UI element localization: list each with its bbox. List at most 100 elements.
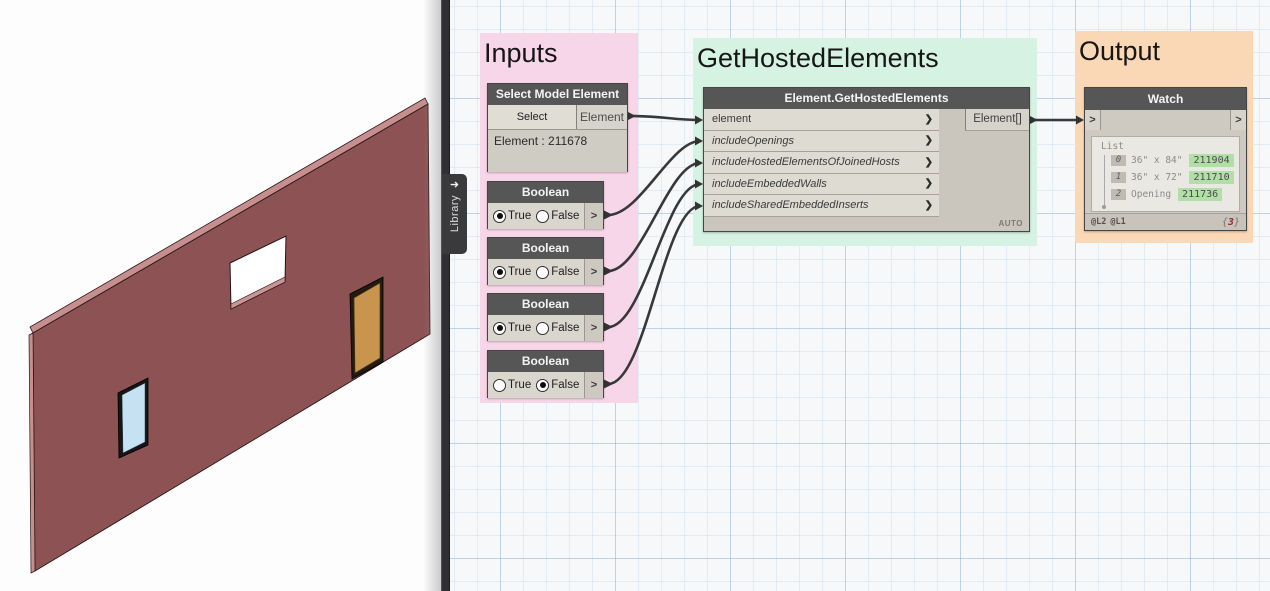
radio-icon [536,265,550,279]
node-canvas[interactable]: Inputs GetHostedElements Output [450,0,1270,591]
boolean-node-4[interactable]: Boolean True False > [487,350,604,398]
watch-result-panel: List 0 36" x 84" 211904 1 36" x 72" 2117… [1091,136,1240,212]
radio-true-label: True [508,322,532,334]
chevron-right-icon: ❯ [924,178,933,190]
radio-icon [536,321,550,335]
index-badge: 0 [1111,155,1126,166]
expand-arrow-icon: ➜ [449,179,460,191]
group-output-title[interactable]: Output [1079,36,1161,66]
3d-viewport [0,0,441,591]
element-id-badge: 211904 [1189,154,1234,167]
count-number: 3 [1227,216,1234,228]
radio-false-label: False [551,379,580,391]
radio-false[interactable]: False [536,378,580,392]
input-port-includeopenings[interactable]: includeOpenings ❯ [704,130,939,152]
radio-false-label: False [551,322,580,334]
index-badge: 2 [1111,189,1126,200]
element-id-badge: 211736 [1178,188,1223,201]
wire-element[interactable] [629,114,702,122]
radio-false[interactable]: False [536,209,580,223]
wall-preview [28,97,431,574]
count-brace: { [1221,216,1228,228]
watch-node[interactable]: Watch > > List 0 36" x 84" 211904 1 36" … [1084,87,1247,231]
radio-false[interactable]: False [536,321,580,335]
group-gethostedelements-title[interactable]: GetHostedElements [697,43,939,73]
boolean-node-3[interactable]: Boolean True False > [487,293,604,341]
radio-true[interactable]: True [493,321,532,335]
input-port-includesharedembeddedinserts[interactable]: includeSharedEmbeddedInserts ❯ [704,195,939,217]
group-inputs-title[interactable]: Inputs [484,38,558,68]
watch-input-port[interactable]: > [1085,110,1101,130]
radio-icon [536,209,550,223]
radio-false[interactable]: False [536,265,579,279]
item-label: 36" x 84" [1131,155,1183,166]
radio-true[interactable]: True [493,209,532,223]
item-label: Opening [1131,189,1172,200]
list-guide-line [1102,155,1106,209]
selected-element-status: Element : 211678 [488,130,627,172]
output-port[interactable]: > [584,372,603,398]
radio-true[interactable]: True [493,265,532,279]
node-header[interactable]: Boolean [488,294,603,315]
element-id-badge: 211710 [1189,171,1234,184]
panel-divider[interactable] [441,0,450,591]
element-gethostedelements-node[interactable]: Element.GetHostedElements element ❯ incl… [703,87,1030,232]
radio-true-label: True [508,379,532,391]
radio-icon [536,378,550,392]
chevron-right-icon: ❯ [924,113,933,125]
select-button[interactable]: Select [488,105,577,129]
door-panel [353,282,381,374]
library-tab-label: Library [448,195,461,233]
radio-true[interactable]: True [493,378,532,392]
watch-row: 1 36" x 72" 211710 [1111,169,1239,186]
output-port[interactable]: > [584,259,603,285]
window-glass [121,382,146,454]
chevron-right-icon: ❯ [924,156,933,168]
select-model-element-node[interactable]: Select Model Element Select Element Elem… [487,83,628,172]
wall-left-edge [28,332,36,574]
opening-sill-edge [230,276,286,310]
input-port-element[interactable]: element ❯ [704,109,939,131]
node-header[interactable]: Boolean [488,238,603,259]
chevron-right-icon: ❯ [924,199,933,211]
input-port-label: includeOpenings [712,134,794,147]
radio-icon [493,265,506,279]
input-port-includehostedelementsofjoinedhosts[interactable]: includeHostedElementsOfJoinedHosts ❯ [704,152,939,174]
watch-row: 2 Opening 211736 [1111,186,1239,203]
node-header[interactable]: Select Model Element [488,84,627,105]
node-header[interactable]: Boolean [488,182,603,203]
radio-true-label: True [508,266,532,278]
level-badge[interactable]: @L2 [1091,217,1107,227]
item-label: 36" x 72" [1131,172,1183,183]
list-label: List [1101,141,1124,152]
input-port-label: includeEmbeddedWalls [712,177,827,190]
radio-true-label: True [508,210,532,222]
element-output-port[interactable]: Element [577,105,627,129]
radio-icon [493,209,506,223]
lacing-mode-badge[interactable]: AUTO [998,219,1023,228]
boolean-node-2[interactable]: Boolean True False > [487,237,604,285]
input-port-label: includeSharedEmbeddedInserts [712,199,869,212]
input-port-label: includeHostedElementsOfJoinedHosts [712,156,900,169]
chevron-right-icon: ❯ [924,135,933,147]
level-badge[interactable]: @L1 [1110,217,1126,227]
radio-false-label: False [551,210,580,222]
output-port[interactable]: > [584,203,603,229]
output-port[interactable]: > [584,315,603,341]
radio-icon [493,378,506,392]
library-tab[interactable]: ➜ Library [442,174,467,254]
item-count: {3} [1222,217,1240,228]
input-port-label: element [712,113,752,126]
count-brace: } [1233,216,1240,228]
node-header[interactable]: Element.GetHostedElements [704,88,1029,109]
boolean-node-1[interactable]: Boolean True False > [487,181,604,229]
node-header[interactable]: Boolean [488,351,603,372]
watch-output-port[interactable]: > [1230,110,1246,130]
watch-row: 0 36" x 84" 211904 [1111,152,1239,169]
index-badge: 1 [1111,172,1126,183]
element-array-output-port[interactable]: Element[] [965,109,1029,131]
input-port-includeembeddedwalls[interactable]: includeEmbeddedWalls ❯ [704,173,939,195]
node-header[interactable]: Watch [1085,88,1246,110]
watch-footer: @L2 @L1 {3} [1085,213,1246,230]
